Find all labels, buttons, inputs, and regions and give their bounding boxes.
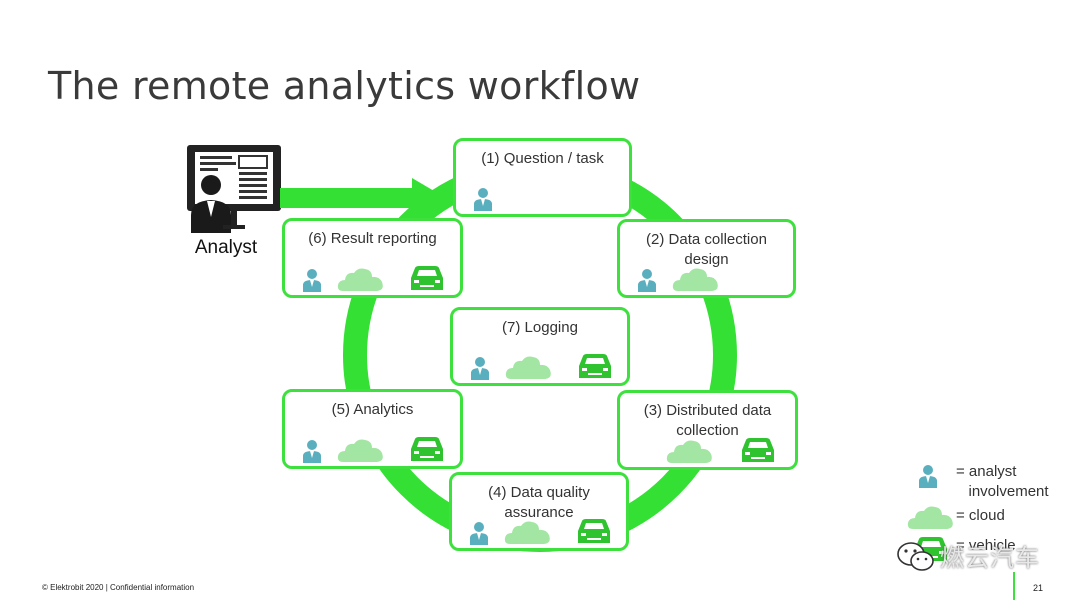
step-label: (5) Analytics	[331, 401, 414, 418]
cloud-icon	[337, 268, 383, 291]
vehicle-icon	[411, 437, 443, 461]
step-label: (4) Data quality assurance	[488, 484, 590, 521]
legend-cloud-text: = cloud	[956, 507, 1005, 524]
legend-vehicle-text: = vehicle	[956, 537, 1016, 554]
cloud-icon	[504, 521, 550, 544]
cloud-slot	[337, 437, 385, 468]
step-analytics-box: (5) Analytics	[282, 389, 463, 469]
cloud-slot	[504, 519, 552, 550]
analyst-slot	[470, 356, 490, 385]
vehicle-icon	[411, 266, 443, 290]
analyst-to-question-arrow	[280, 178, 446, 218]
analyst-slot	[473, 187, 493, 216]
analyst-person-icon	[471, 357, 489, 380]
analyst-person-icon	[303, 440, 321, 463]
analyst-person-icon	[919, 465, 937, 488]
cloud-slot	[505, 354, 553, 385]
analyst-person-icon	[470, 522, 488, 545]
footer-divider	[1013, 572, 1015, 600]
vehicle-icon	[578, 519, 610, 543]
analyst-person-icon	[303, 269, 321, 292]
legend-analyst-text: = analyst involvement	[956, 463, 1049, 500]
vehicle-slot	[576, 517, 612, 550]
cloud-icon	[505, 356, 551, 379]
step-label: (3) Distributed data collection	[643, 402, 772, 439]
step-question-task-box: (1) Question / task	[453, 138, 632, 217]
analyst-slot	[469, 521, 489, 550]
analyst-slot	[302, 268, 322, 297]
vehicle-icon	[742, 438, 774, 462]
analyst-slot	[637, 268, 657, 297]
footer-copyright: © Elektrobit 2020 | Confidential informa…	[42, 583, 195, 592]
wechat-watermark-icon	[897, 542, 934, 571]
vehicle-slot	[409, 435, 445, 468]
step-result-reporting-box: (6) Result reporting	[282, 218, 463, 298]
vehicle-slot	[740, 436, 776, 469]
cloud-icon	[337, 439, 383, 462]
step-label: (7) Logging	[502, 319, 578, 336]
slide-title: The remote analytics workflow	[48, 64, 641, 108]
legend-cloud-icon	[907, 504, 955, 535]
step-label: (6) Result reporting	[308, 230, 437, 247]
step-distributed-data-collection-box: (3) Distributed data collection	[617, 390, 798, 470]
step-label: (2) Data collection design	[646, 231, 767, 268]
step-data-quality-assurance-box: (4) Data quality assurance	[449, 472, 629, 551]
cloud-slot	[337, 266, 385, 297]
vehicle-slot	[577, 352, 613, 385]
step-logging-box: (7) Logging	[450, 307, 630, 386]
analyst-computer-icon	[187, 145, 281, 233]
cloud-slot	[672, 266, 720, 297]
legend-analyst-icon	[918, 464, 938, 493]
step-data-collection-design-box: (2) Data collection design	[617, 219, 796, 298]
watermark-text: 燃云汽车	[940, 545, 1040, 572]
page-number: 21	[1033, 583, 1044, 593]
step-label: (1) Question / task	[481, 150, 604, 167]
cloud-icon	[666, 440, 712, 463]
cloud-slot	[666, 438, 714, 469]
cloud-icon	[672, 268, 718, 291]
analyst-person-icon	[474, 188, 492, 211]
vehicle-icon	[579, 354, 611, 378]
analyst-person-icon	[638, 269, 656, 292]
vehicle-slot	[409, 264, 445, 297]
cloud-icon	[907, 506, 953, 529]
analyst-slot	[302, 439, 322, 468]
analyst-label: Analyst	[194, 237, 258, 258]
